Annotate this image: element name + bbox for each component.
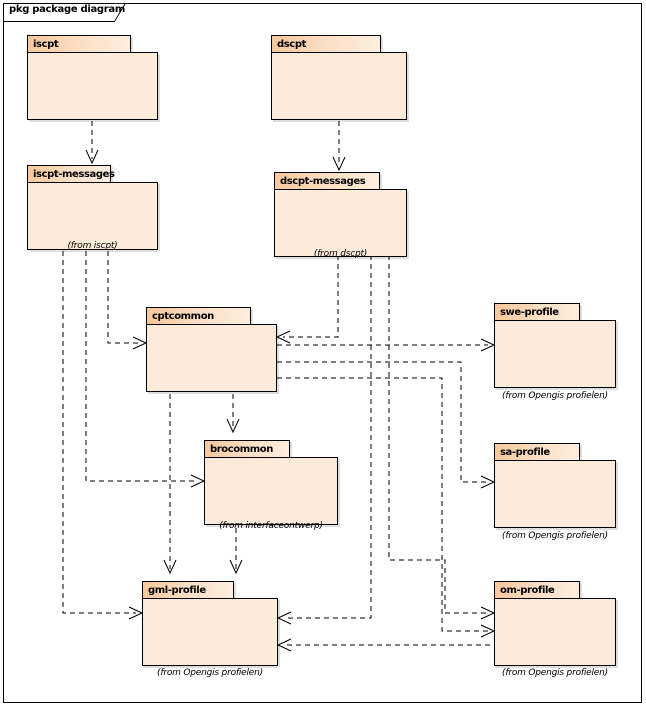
package-body <box>27 52 158 120</box>
package-name-label: sa-profile <box>500 447 550 458</box>
diagram-frame-tab <box>3 3 115 22</box>
package-name-label: dscpt-messages <box>280 176 366 187</box>
package-dscpt-messages[interactable]: dscpt-messages <box>274 172 407 257</box>
package-body <box>494 460 616 528</box>
package-tab: gml-profile <box>142 581 234 599</box>
package-name-label: brocommon <box>210 444 273 455</box>
diagram-frame <box>3 3 642 703</box>
package-body <box>27 182 158 250</box>
package-from-label: (from iscpt) <box>67 241 118 251</box>
package-from-label: (from Opengis profielen) <box>157 668 263 678</box>
package-body <box>142 598 278 666</box>
package-from-label: (from Opengis profielen) <box>502 668 608 678</box>
package-dscpt[interactable]: dscpt <box>271 35 407 120</box>
package-sa-profile[interactable]: sa-profile <box>494 443 616 528</box>
diagram-frame-tab-slope <box>114 2 127 22</box>
package-from-label: (from dscpt) <box>313 249 368 259</box>
package-iscpt[interactable]: iscpt <box>27 35 158 120</box>
package-tab: cptcommon <box>146 307 251 325</box>
package-tab: om-profile <box>494 581 580 599</box>
package-swe-profile[interactable]: swe-profile <box>494 303 616 388</box>
package-name-label: dscpt <box>277 39 306 50</box>
package-body <box>494 598 616 666</box>
package-tab: iscpt-messages <box>27 165 115 183</box>
package-name-label: om-profile <box>500 585 555 596</box>
package-cptcommon[interactable]: cptcommon <box>146 307 277 392</box>
package-tab: brocommon <box>204 440 290 458</box>
package-body <box>146 324 277 392</box>
package-from-label: (from interfaceontwerp) <box>219 521 323 531</box>
package-tab: dscpt-messages <box>274 172 380 190</box>
package-brocommon[interactable]: brocommon <box>204 440 338 525</box>
package-body <box>494 320 616 388</box>
package-name-label: cptcommon <box>152 311 214 322</box>
package-tab: swe-profile <box>494 303 580 321</box>
package-body <box>274 189 407 257</box>
package-om-profile[interactable]: om-profile <box>494 581 616 666</box>
package-from-label: (from Opengis profielen) <box>502 531 608 541</box>
package-name-label: swe-profile <box>500 307 559 318</box>
package-body <box>204 457 338 525</box>
package-name-label: iscpt <box>33 39 59 50</box>
package-from-label: (from Opengis profielen) <box>502 391 608 401</box>
package-body <box>271 52 407 120</box>
package-name-label: gml-profile <box>148 585 206 596</box>
diagram-frame-title: pkg package diagram <box>9 4 125 15</box>
package-name-label: iscpt-messages <box>33 169 115 180</box>
package-tab: iscpt <box>27 35 131 53</box>
package-tab: sa-profile <box>494 443 580 461</box>
package-gml-profile[interactable]: gml-profile <box>142 581 278 666</box>
package-tab: dscpt <box>271 35 381 53</box>
package-iscpt-messages[interactable]: iscpt-messages <box>27 165 158 250</box>
